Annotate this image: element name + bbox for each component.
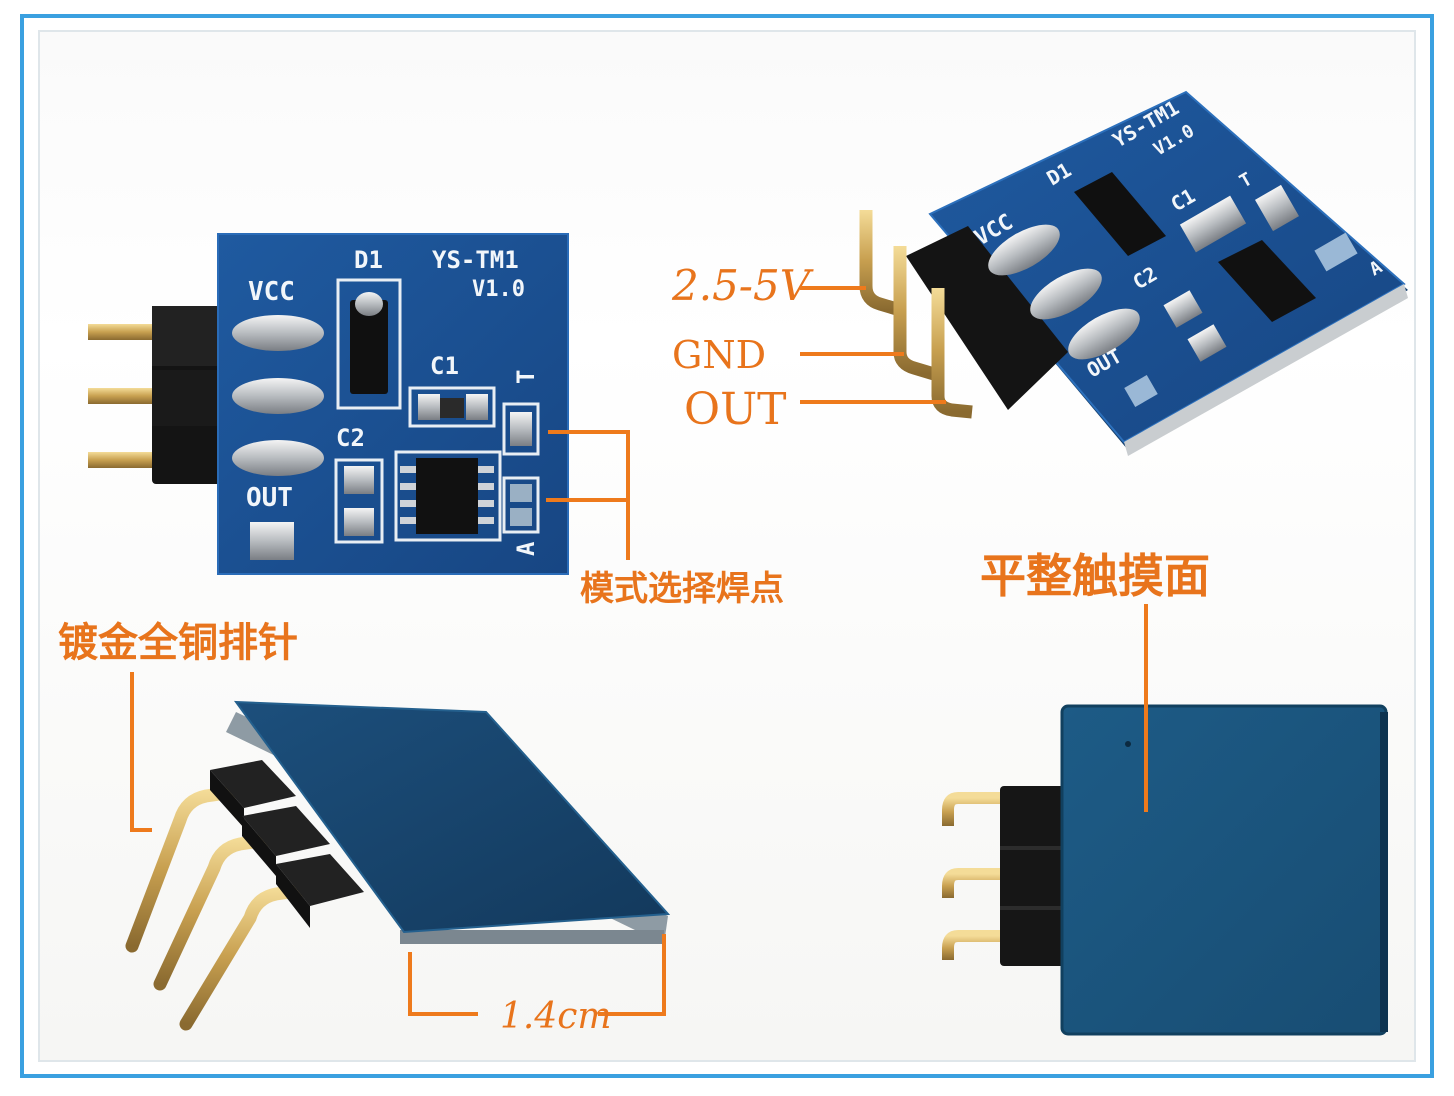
mode-select-leader — [546, 430, 630, 560]
voltage-label: 2.5-5V — [671, 261, 814, 310]
pcb-back-face — [233, 700, 671, 934]
silk-t: T — [512, 370, 540, 384]
surface-label: 平整触摸面 — [980, 549, 1210, 603]
silk-a: A — [512, 541, 540, 556]
board-angled-view: VCC D1 YS-TM1 V1.0 C1 C2 OUT T A — [859, 90, 1408, 456]
dimension-leader — [408, 934, 666, 1016]
mode-select-label: 模式选择焊点 — [580, 569, 784, 609]
board-back-angled-view — [125, 700, 671, 1031]
pins-label: 镀金全铜排针 — [58, 620, 298, 666]
out-label: OUT — [684, 384, 787, 435]
silk-vcc: VCC — [248, 277, 295, 307]
silk-version: V1.0 — [472, 277, 525, 302]
silk-model: YS-TM1 — [432, 246, 519, 274]
dimension-label: 1.4cm — [500, 996, 612, 1037]
board-front-view: VCC D1 YS-TM1 V1.0 C1 C2 OUT T A — [88, 233, 569, 575]
touch-surface — [1060, 704, 1388, 1036]
silk-c2: C2 — [336, 424, 365, 452]
header-pins — [88, 324, 168, 468]
silk-out: OUT — [246, 483, 293, 513]
silk-d1: D1 — [354, 246, 383, 274]
silk-c1: C1 — [430, 352, 459, 380]
board-back-view — [942, 704, 1388, 1036]
gnd-label: GND — [672, 333, 766, 377]
pins-leader — [130, 672, 152, 832]
